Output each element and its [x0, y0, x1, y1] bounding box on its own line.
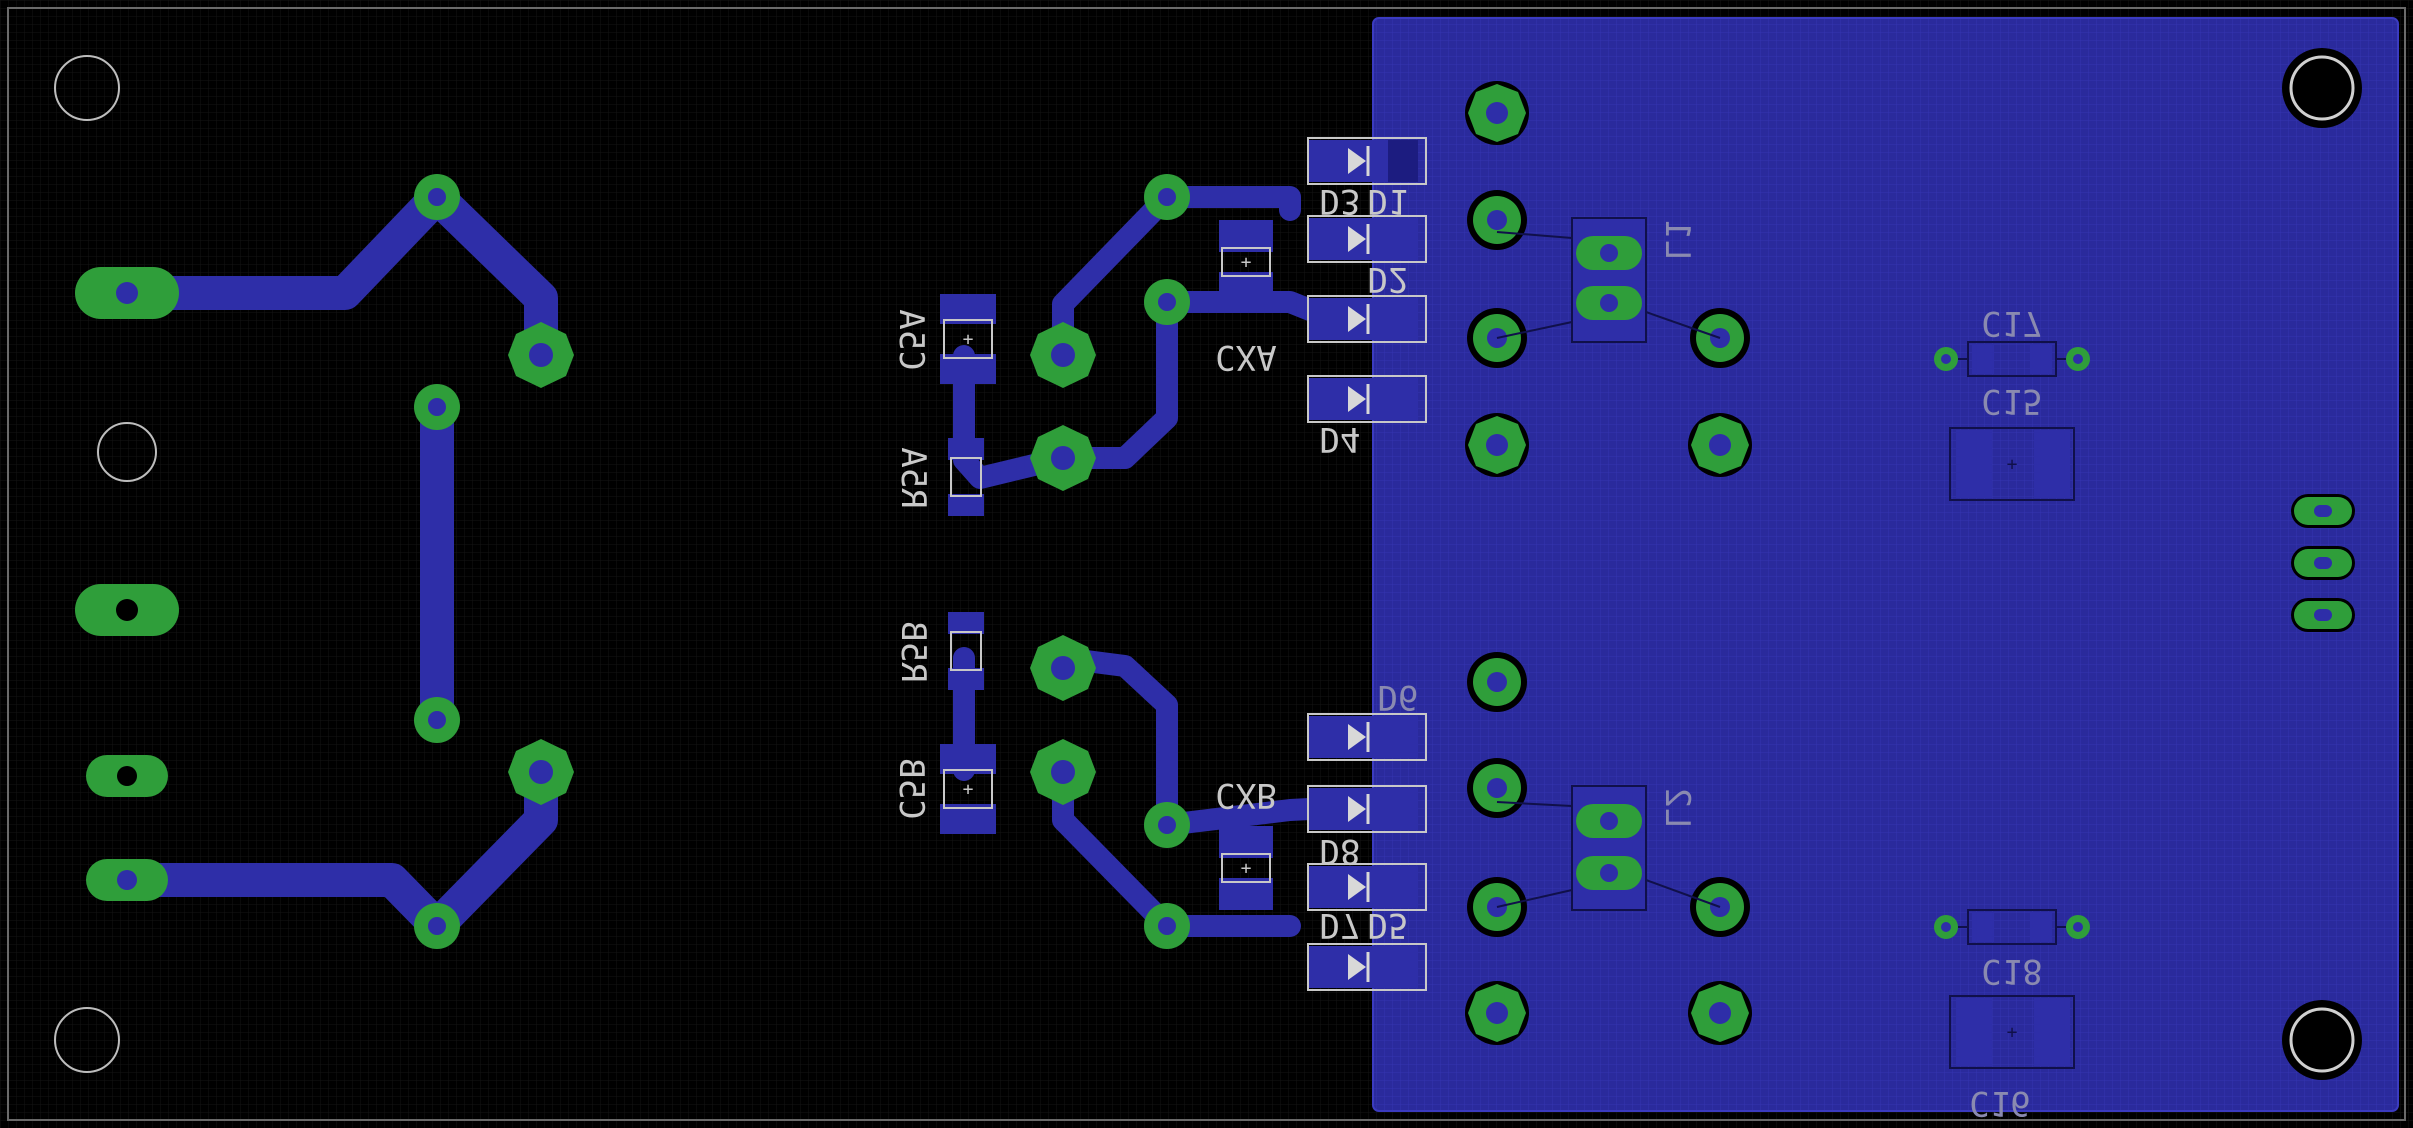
svg-text:+: +	[2007, 454, 2018, 475]
label-c5b: C5B	[891, 758, 931, 819]
diode-d8	[1307, 785, 1427, 833]
connector-j1	[75, 267, 179, 901]
c16-footprint: +	[1949, 995, 2075, 1069]
label-d3: D3	[1320, 181, 1361, 221]
svg-text:+: +	[963, 329, 974, 350]
mounting-hole	[97, 422, 157, 482]
c17-footprint	[1934, 341, 2090, 377]
diode-d3	[1307, 295, 1427, 343]
svg-text:+: +	[2007, 1022, 2018, 1043]
label-c16: C16	[1969, 1083, 2030, 1123]
c15-footprint: +	[1949, 427, 2075, 501]
diode-d2	[1307, 215, 1427, 263]
label-c18: C18	[1981, 951, 2042, 991]
label-d7: D7	[1320, 905, 1361, 945]
inductor-l1	[1496, 217, 1721, 343]
diode-d7	[1307, 863, 1427, 911]
r5a-footprint	[948, 438, 984, 516]
diode-d5	[1307, 943, 1427, 991]
vias-cx	[1144, 174, 1190, 949]
label-cxb: CXB	[1215, 775, 1276, 815]
connector-j2	[2291, 494, 2355, 632]
mounting-hole	[54, 1007, 120, 1073]
mounting-holes-pour	[2282, 48, 2362, 1080]
c5b-footprint: +	[940, 744, 996, 834]
label-cxa: CXA	[1215, 337, 1276, 377]
octagon-pads-middle	[1030, 322, 1096, 805]
label-d1: D1	[1368, 181, 1409, 221]
r5b-footprint	[948, 612, 984, 690]
label-l2: L2	[1657, 788, 1697, 829]
silkscreen-labels: C5A R5A R5B C5B CXA CXB D1 D3 D2 D4 D6 D…	[891, 181, 2043, 1123]
label-r5a: R5A	[893, 447, 933, 508]
cxa-footprint: +	[1219, 220, 1273, 304]
cxb-footprint: +	[1219, 826, 1273, 910]
c5a-footprint: +	[940, 294, 996, 384]
diodes-top	[1307, 137, 1427, 423]
svg-text:+: +	[1241, 858, 1252, 879]
svg-text:+: +	[1241, 252, 1252, 273]
label-d5: D5	[1368, 905, 1409, 945]
mounting-holes	[54, 55, 157, 1073]
svg-text:+: +	[963, 779, 974, 800]
diode-d6	[1307, 713, 1427, 761]
board-outline	[7, 7, 2406, 1121]
label-d6: D6	[1378, 677, 1419, 717]
diodes-bottom	[1307, 713, 1427, 991]
inductor-l2	[1496, 785, 1721, 911]
label-d4: D4	[1320, 419, 1361, 459]
label-c17: C17	[1981, 303, 2042, 343]
diode-d1	[1307, 137, 1427, 185]
c18-footprint	[1934, 909, 2090, 945]
ground-pour	[1372, 17, 2399, 1112]
label-c15: C15	[1981, 381, 2042, 421]
diode-d4	[1307, 375, 1427, 423]
label-c5a: C5A	[891, 309, 931, 370]
label-d8: D8	[1320, 831, 1361, 871]
label-l1: L1	[1657, 220, 1697, 261]
label-d2: D2	[1368, 259, 1409, 299]
mounting-hole	[54, 55, 120, 121]
label-r5b: R5B	[893, 621, 933, 682]
round-pads-left	[414, 174, 574, 949]
pour-octagon-pads	[1465, 81, 1752, 1045]
